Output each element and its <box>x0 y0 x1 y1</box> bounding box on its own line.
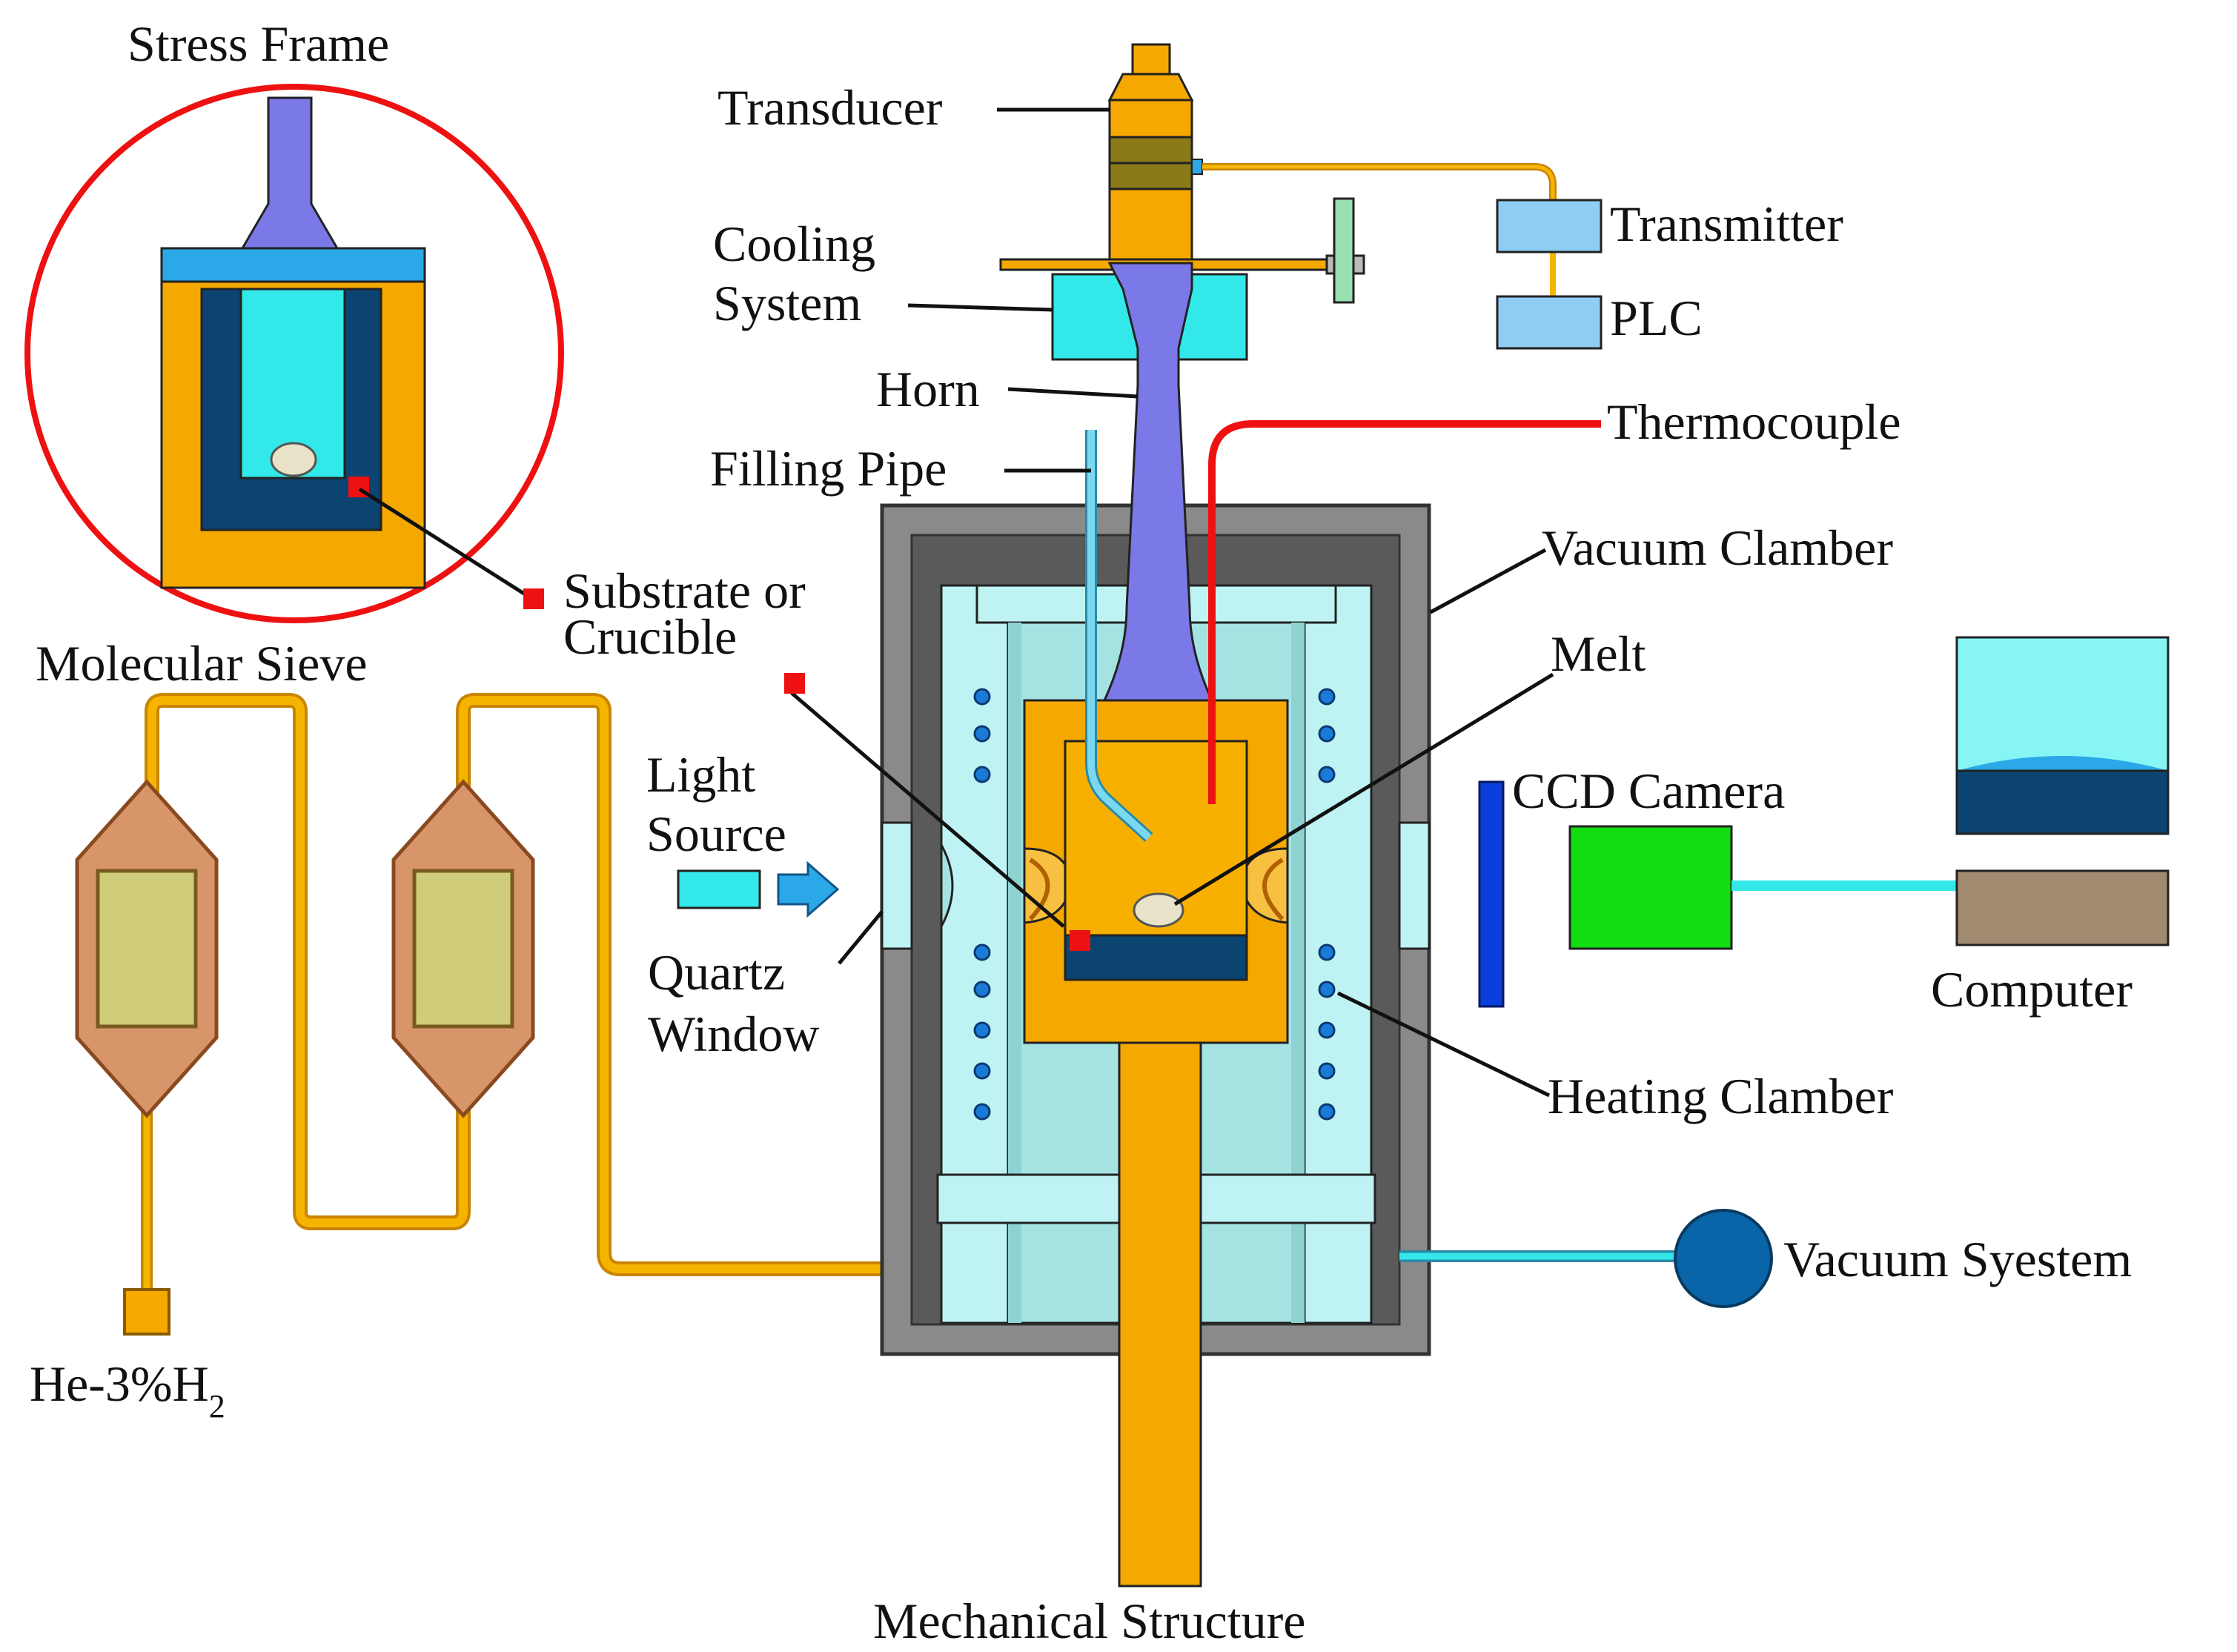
light-arrow <box>777 860 840 918</box>
quartz-windows <box>881 821 1431 950</box>
ccd-camera <box>1568 825 1733 950</box>
gas-line <box>75 693 919 1336</box>
ultrasonic-assembly <box>999 43 1365 702</box>
label-molecular-sieve: Molecular Sieve <box>36 635 368 691</box>
label-stress-frame: Stress Frame <box>127 16 389 72</box>
label-melt: Melt <box>1551 626 1646 682</box>
mechanical-shaft <box>1118 1036 1202 1588</box>
label-mechanical-structure: Mechanical Structure <box>873 1593 1305 1649</box>
label-vacuum-chamber: Vacuum Clamber <box>1542 520 1893 576</box>
inset-top-plate <box>160 247 426 283</box>
transmitter-box <box>1496 199 1603 253</box>
melt-droplet <box>1133 892 1184 928</box>
label-vacuum-system: Vacuum Syestem <box>1783 1231 2132 1287</box>
label-substrate-line2: Crucible <box>563 608 737 665</box>
molecular-sieve-1 <box>75 779 219 1118</box>
vacuum-pump <box>1674 1209 1773 1308</box>
molecular-sieve-2 <box>391 779 535 1118</box>
label-ccd-camera: CCD Camera <box>1512 763 1785 819</box>
crucible-holder <box>1023 699 1289 1044</box>
label-gas: He-3%H2 <box>30 1356 225 1424</box>
gas-main: He-3%H <box>30 1356 209 1412</box>
thermocouple-wire <box>1208 420 1601 804</box>
gas-pipe <box>145 693 919 1276</box>
computer <box>1955 869 2170 946</box>
gas-subscript: 2 <box>209 1388 225 1424</box>
label-plc: PLC <box>1610 290 1703 346</box>
inset-sample <box>270 442 317 477</box>
heating-coils <box>973 688 1336 1121</box>
leader-lines <box>784 107 1554 1098</box>
label-transmitter: Transmitter <box>1610 196 1843 252</box>
gas-cylinder <box>123 1288 170 1336</box>
label-quartz-line1: Quartz <box>648 944 785 1001</box>
label-heating-chamber: Heating Clamber <box>1548 1068 1894 1124</box>
label-filling-pipe: Filling Pipe <box>710 440 947 497</box>
label-light-line2: Source <box>646 806 786 862</box>
substrate-marker <box>523 588 544 609</box>
label-cooling-line1: Cooling <box>713 216 875 272</box>
label-thermocouple: Thermocouple <box>1607 394 1901 450</box>
label-light-line1: Light <box>646 746 755 803</box>
label-quartz-line2: Window <box>648 1006 819 1062</box>
label-horn: Horn <box>876 361 980 417</box>
label-cooling-line2: System <box>713 275 861 331</box>
ccd-lens-bar <box>1478 780 1505 1008</box>
plc-box <box>1496 295 1603 350</box>
crucible-base <box>1064 934 1248 981</box>
label-substrate-line1: Substrate or <box>563 563 806 619</box>
label-transducer: Transducer <box>718 79 943 136</box>
inset-detail <box>24 84 564 623</box>
substrate-point <box>1070 930 1090 951</box>
light-source <box>677 869 761 909</box>
camera-image <box>1955 636 2170 835</box>
label-computer: Computer <box>1931 961 2132 1018</box>
